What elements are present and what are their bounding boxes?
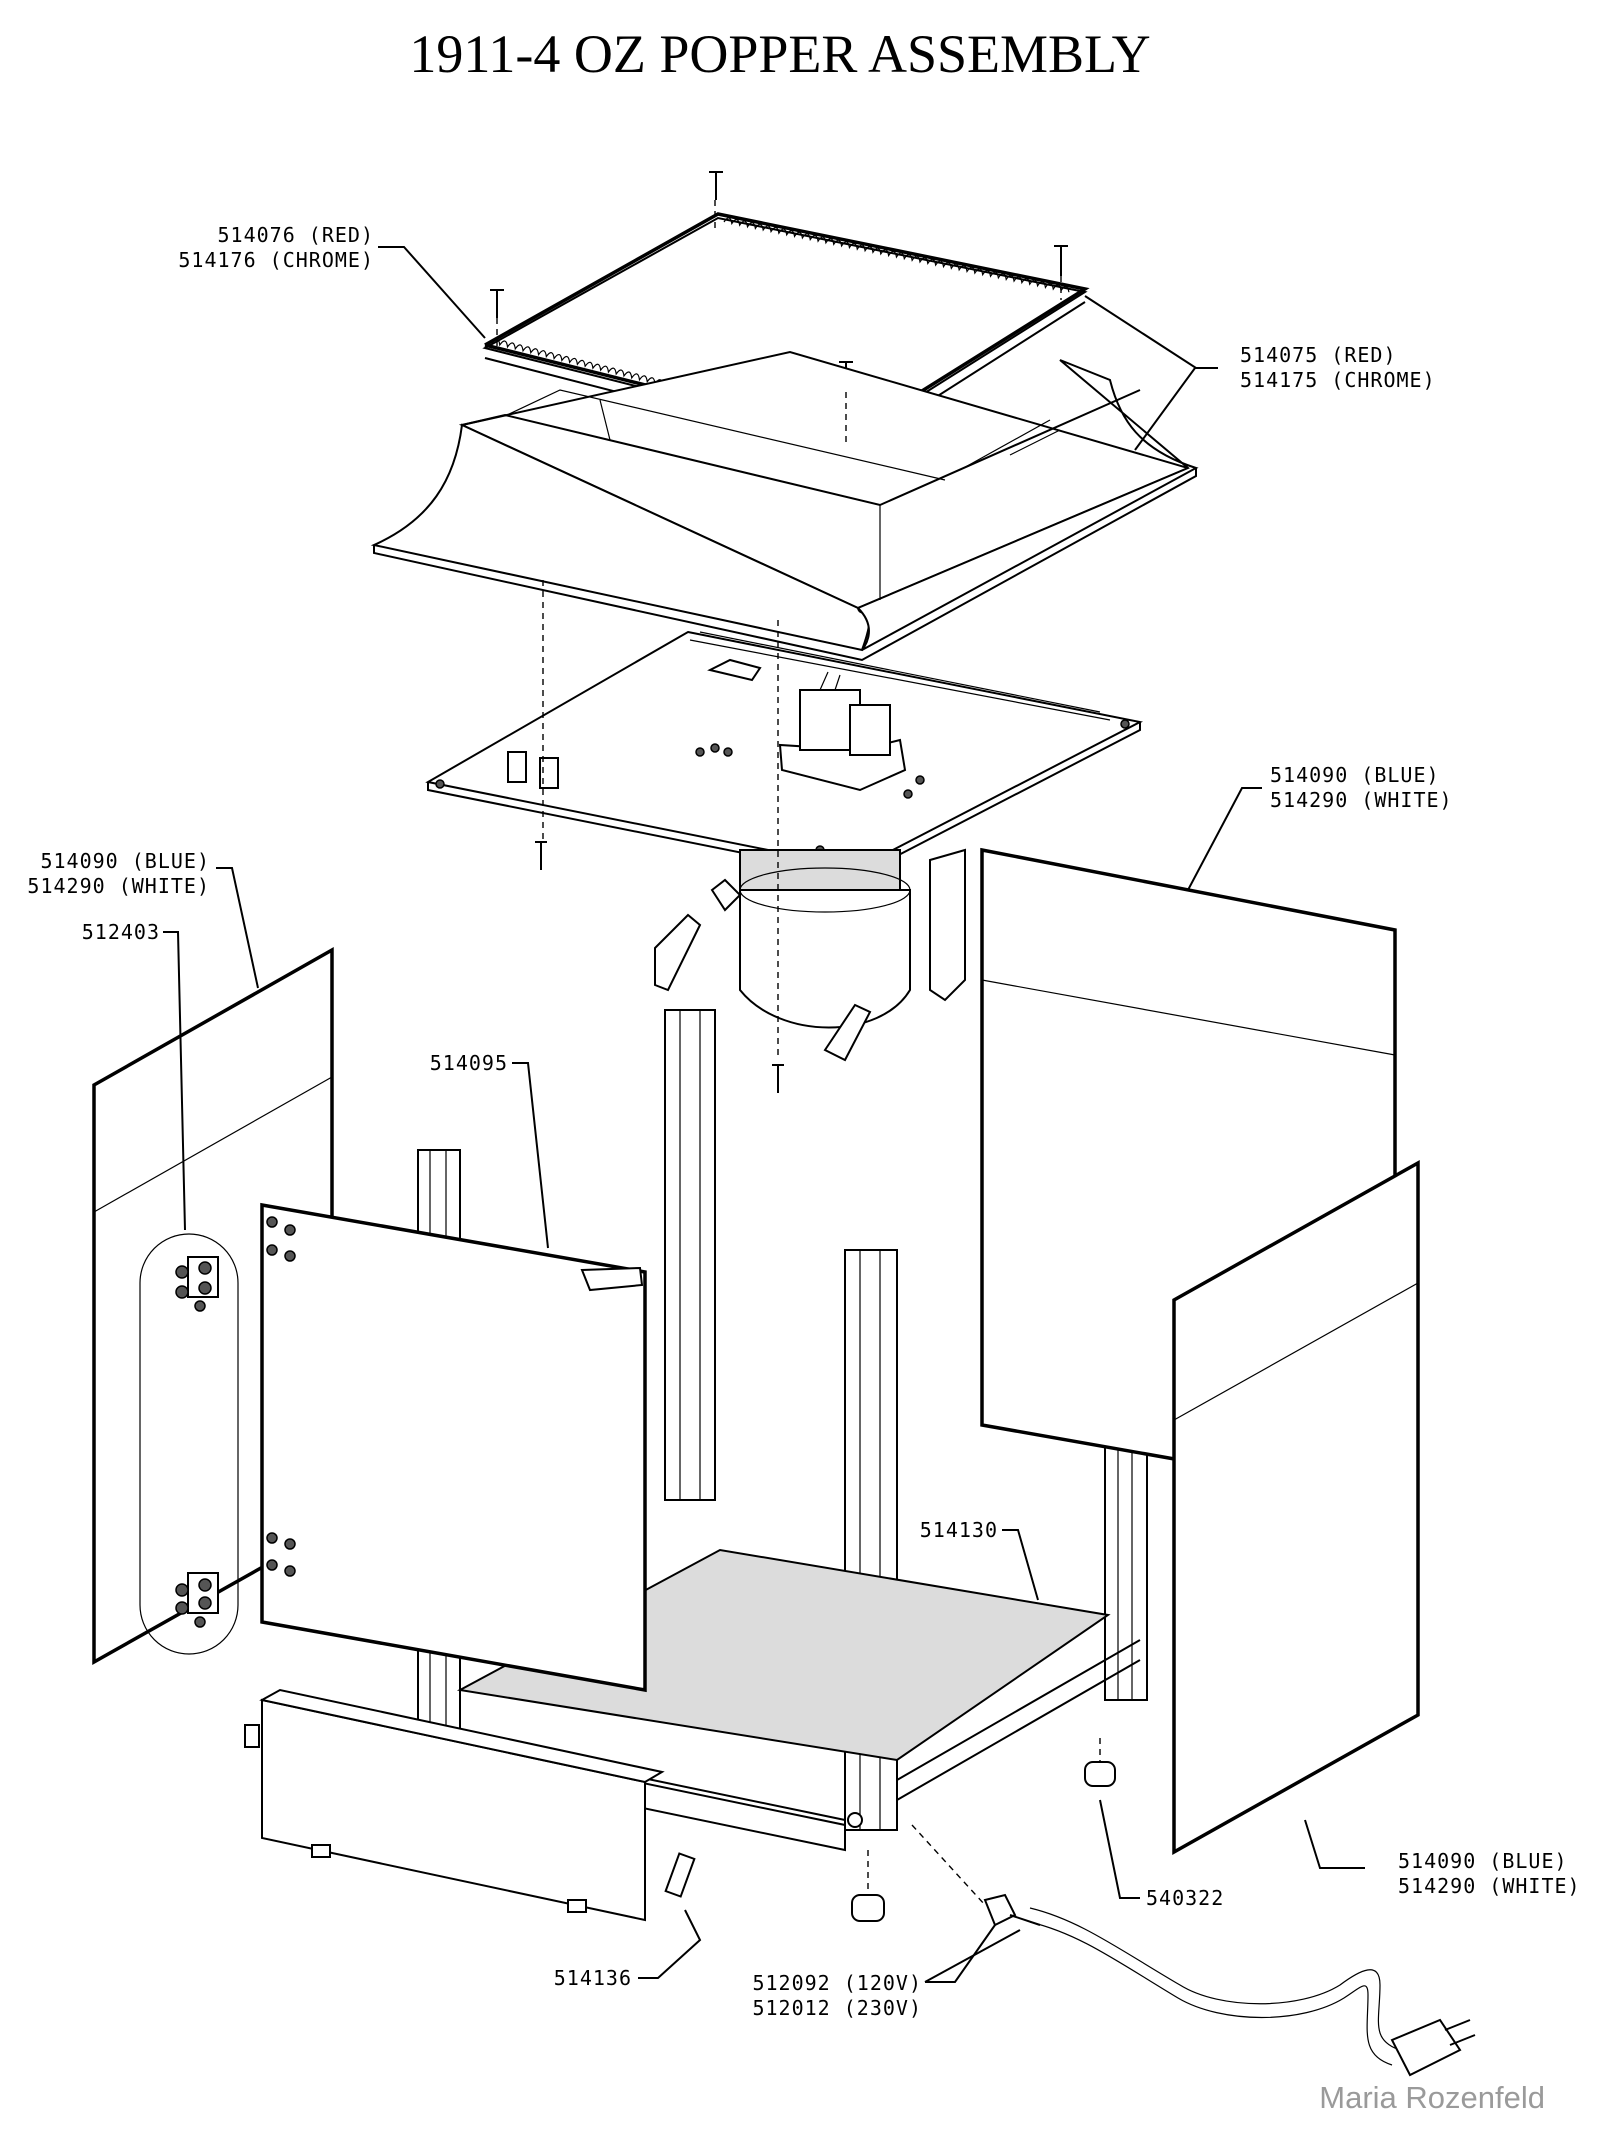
label-dome-trim-chrome: 514176 (CHROME) — [178, 248, 374, 272]
agitator-bracket — [707, 658, 762, 682]
label-dome-trim-red: 514076 (RED) — [218, 223, 375, 247]
label-left-panel-white: 514290 (WHITE) — [27, 874, 210, 898]
label-right-panel-white: 514290 (WHITE) — [1270, 788, 1453, 812]
label-front-panel-blue: 514090 (BLUE) — [1398, 1849, 1568, 1873]
kettle-handle-left — [654, 913, 702, 992]
diagram-title: 1911-4 OZ POPPER ASSEMBLY — [409, 24, 1150, 84]
foot-right — [1084, 1738, 1116, 1787]
base-drawer — [244, 1688, 696, 1922]
hinge-top — [175, 1256, 219, 1312]
label-left-panel-blue: 514090 (BLUE) — [40, 849, 210, 873]
leader-lines — [163, 246, 1365, 1983]
label-hinge: 512403 — [82, 920, 160, 944]
label-foot: 540322 — [1146, 1886, 1224, 1910]
top-plate — [425, 630, 1143, 878]
label-dome-chrome: 514175 (CHROME) — [1240, 368, 1436, 392]
label-base-drawer: 514136 — [554, 1966, 632, 1990]
kettle-handle-right — [823, 1003, 872, 1062]
label-deck: 514130 — [920, 1518, 998, 1542]
watermark: Maria Rozenfeld — [1319, 2080, 1545, 2115]
plug — [1390, 2018, 1462, 2077]
label-power-cord-120v: 512092 (120V) — [752, 1971, 922, 1995]
front-right-panel — [1172, 1160, 1420, 1855]
label-door: 514095 — [430, 1051, 508, 1075]
motor — [778, 671, 907, 792]
power-cord — [911, 1824, 1476, 2077]
switches — [507, 751, 559, 789]
foot-front — [851, 1850, 885, 1922]
door-handle — [580, 1266, 644, 1292]
part-labels: 514076 (RED) 514176 (CHROME) 514075 (RED… — [27, 223, 1581, 2020]
label-right-panel-blue: 514090 (BLUE) — [1270, 763, 1440, 787]
assembly-dashed-lines — [496, 200, 1062, 1060]
dome — [370, 350, 1199, 662]
hinge-bottom — [175, 1572, 219, 1628]
kettle — [654, 848, 966, 1093]
label-front-panel-white: 514290 (WHITE) — [1398, 1874, 1581, 1898]
label-dome-red: 514075 (RED) — [1240, 343, 1397, 367]
hinge-callout — [139, 1233, 239, 1655]
door — [260, 1202, 647, 1693]
label-power-cord-230v: 512012 (230V) — [752, 1996, 922, 2020]
